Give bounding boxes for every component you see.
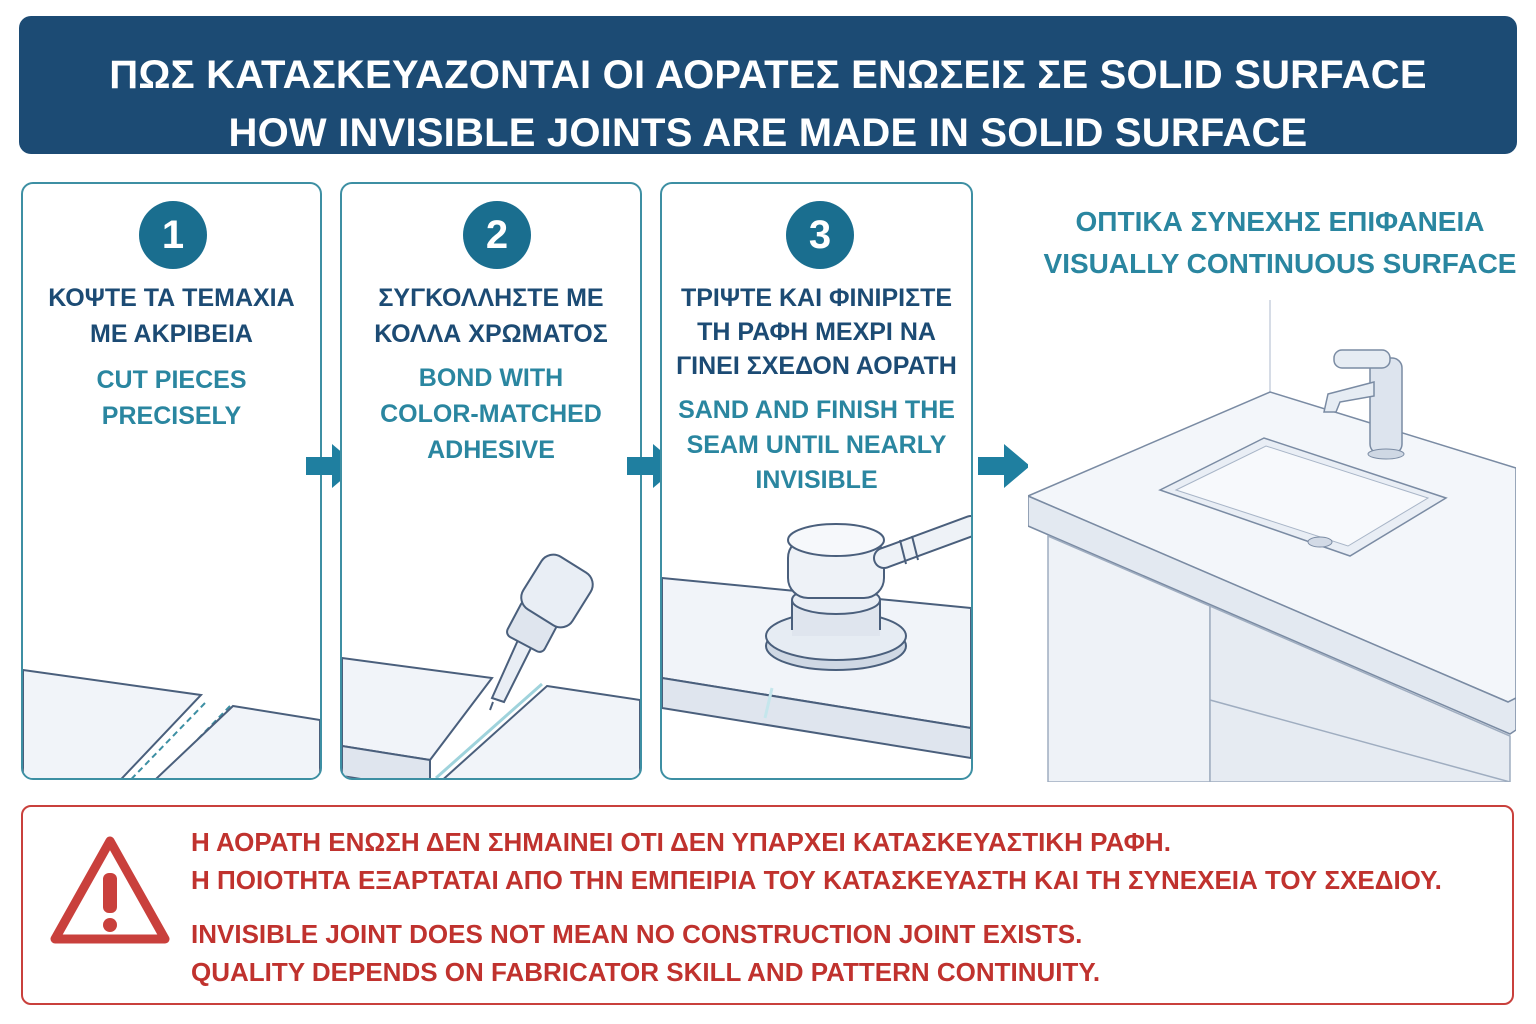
title-english: HOW INVISIBLE JOINTS ARE MADE IN SOLID S…: [228, 111, 1308, 155]
step-3-english-line-1: SAND AND FINISH THE: [678, 396, 955, 424]
step-1-greek-line-2: ΜΕ ΑΚΡΙΒΕΙΑ: [90, 320, 253, 348]
step-2-greek-line-2: ΚΟΛΛΑ ΧΡΩΜΑΤΟΣ: [374, 320, 608, 348]
step-2-english-line-1: BOND WITH: [418, 364, 564, 392]
step-2-card: 2 ΣΥΓΚΟΛΛΗΣΤΕ ΜΕ ΚΟΛΛΑ ΧΡΩΜΑΤΟΣ BOND WIT…: [340, 182, 642, 780]
step-number-badge: 2: [463, 201, 531, 269]
warning-english-line-1: INVISIBLE JOINT DOES NOT MEAN NO CONSTRU…: [191, 919, 1083, 949]
step-1-english-line-2: PRECISELY: [101, 402, 242, 430]
step-3-card: 3 ΤΡΙΨΤΕ ΚΑΙ ΦΙΝΙΡΙΣΤΕ ΤΗ ΡΑΦΗ ΜΕΧΡΙ ΝΑ …: [660, 182, 973, 780]
step-1-greek-line-1: ΚΟΨΤΕ ΤΑ ΤΕΜΑΧΙΑ: [48, 284, 295, 312]
cut-pieces-illustration: [23, 668, 320, 778]
step-2-english-line-2: COLOR-MATCHED: [380, 400, 602, 428]
warning-greek-line-1: Η ΑΟΡΑΤΗ ΕΝΩΣΗ ΔΕΝ ΣΗΜΑΙΝΕΙ ΟΤΙ ΔΕΝ ΥΠΑΡ…: [191, 827, 1171, 857]
step-3-greek-line-2: ΤΗ ΡΑΦΗ ΜΕΧΡΙ ΝΑ: [697, 318, 936, 346]
title-greek: ΠΩΣ ΚΑΤΑΣΚΕΥΑΖΟΝΤΑΙ ΟΙ ΑΟΡΑΤΕΣ ΕΝΩΣΕΙΣ Σ…: [109, 53, 1427, 97]
orbital-sander-illustration: [662, 515, 971, 760]
step-number-badge: 1: [139, 201, 207, 269]
warning-triangle-icon: [50, 836, 170, 944]
vanity-sink-illustration: [1028, 300, 1516, 782]
step-1-english-line-1: CUT PIECES: [96, 366, 247, 394]
step-3-greek-line-1: ΤΡΙΨΤΕ ΚΑΙ ΦΙΝΙΡΙΣΤΕ: [680, 284, 953, 312]
result-title-greek: ΟΠΤΙΚΑ ΣΥΝΕΧΗΣ ΕΠΙΦΑΝΕΙΑ: [1075, 206, 1485, 237]
result-title-english: VISUALLY CONTINUOUS SURFACE: [1043, 248, 1517, 279]
step-1-card: 1 ΚΟΨΤΕ ΤΑ ΤΕΜΑΧΙΑ ΜΕ ΑΚΡΙΒΕΙΑ CUT PIECE…: [21, 182, 322, 780]
step-3-english-line-2: SEAM UNTIL NEARLY: [686, 431, 947, 459]
warning-english-line-2: QUALITY DEPENDS ON FABRICATOR SKILL AND …: [191, 957, 1101, 987]
step-2-greek-line-1: ΣΥΓΚΟΛΛΗΣΤΕ ΜΕ: [378, 284, 604, 312]
step-3-english-line-3: INVISIBLE: [755, 466, 878, 494]
arrow-right-icon: [978, 444, 1030, 488]
adhesive-bonding-illustration: [342, 553, 640, 778]
warning-box: Η ΑΟΡΑΤΗ ΕΝΩΣΗ ΔΕΝ ΣΗΜΑΙΝΕΙ ΟΤΙ ΔΕΝ ΥΠΑΡ…: [21, 805, 1514, 1005]
title-banner: ΠΩΣ ΚΑΤΑΣΚΕΥΑΖΟΝΤΑΙ ΟΙ ΑΟΡΑΤΕΣ ΕΝΩΣΕΙΣ Σ…: [19, 16, 1517, 155]
step-3-greek-line-3: ΓΙΝΕΙ ΣΧΕΔΟΝ ΑΟΡΑΤΗ: [676, 352, 957, 380]
step-2-english-line-3: ADHESIVE: [427, 436, 555, 464]
step-number-badge: 3: [786, 201, 854, 269]
warning-greek-line-2: Η ΠΟΙΟΤΗΤΑ ΕΞΑΡΤΑΤΑΙ ΑΠΟ ΤΗΝ ΕΜΠΕΙΡΙΑ ΤΟ…: [191, 865, 1442, 895]
